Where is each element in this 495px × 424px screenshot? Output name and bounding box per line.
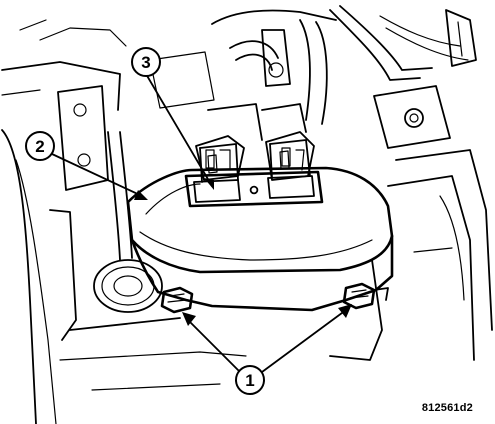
callout-3-label: 3 (141, 53, 150, 72)
callout-3: 3 (131, 47, 161, 77)
callout-1-label: 1 (245, 371, 254, 390)
arrowhead-3 (204, 178, 214, 190)
arrowhead-1-right (338, 304, 352, 318)
callout-2: 2 (25, 131, 55, 161)
bolt-left (160, 286, 194, 314)
leader-lines (51, 73, 352, 373)
callout-1: 1 (235, 365, 265, 395)
bolt-right (342, 282, 376, 310)
callout-2-label: 2 (35, 137, 44, 156)
arrowhead-1-left (182, 312, 196, 326)
arrowhead-2 (134, 190, 148, 200)
background-structure (1, 5, 493, 424)
mounting-bolts (160, 282, 389, 314)
module-cover (126, 139, 394, 312)
figure-id-label: 812561d2 (421, 402, 473, 414)
